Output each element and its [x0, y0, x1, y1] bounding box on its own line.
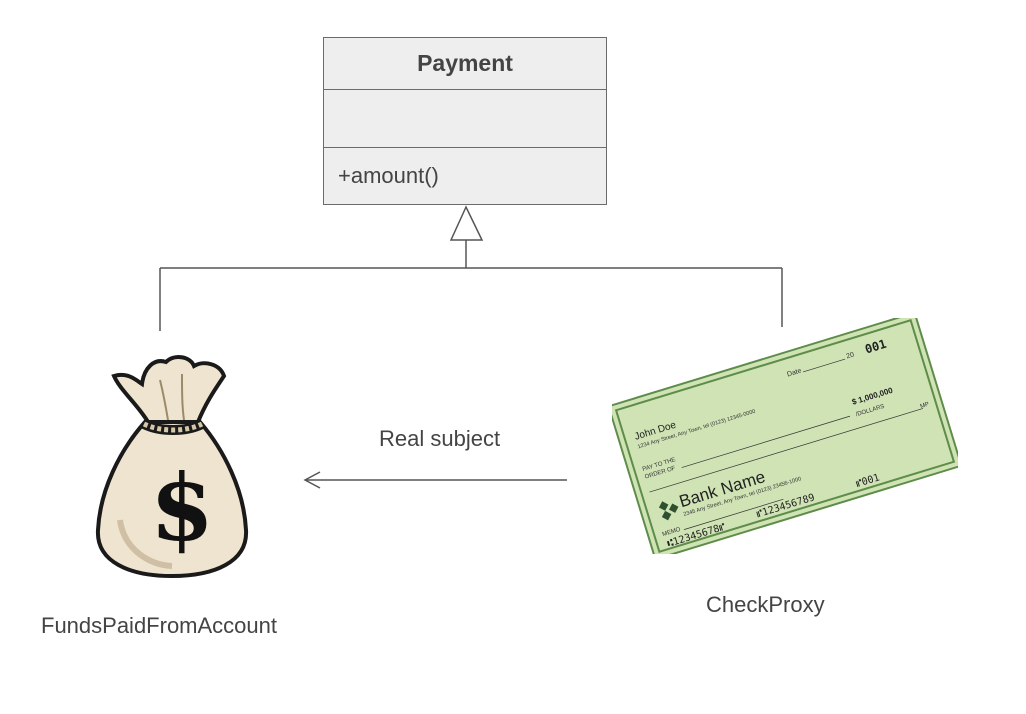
check-memo-label: MEMO [662, 527, 682, 538]
check-year-prefix: 20 [846, 351, 856, 360]
check-mp-label: MP [920, 402, 930, 410]
association-label: Real subject [379, 426, 501, 451]
check-number: 001 [863, 337, 888, 357]
real-subject-label: FundsPaidFromAccount [41, 613, 277, 638]
proxy-label: CheckProxy [706, 592, 825, 617]
money-bag-icon: $ [95, 355, 249, 579]
inheritance-triangle [449, 205, 484, 241]
payment-class-box[interactable]: Payment +amount() [323, 37, 607, 205]
check-icon: Date 20 001 John Doe 1234 Any Street, An… [612, 318, 958, 554]
attributes-compartment [324, 90, 606, 148]
bank-logo-icon [658, 501, 679, 521]
class-name: Payment [324, 38, 606, 90]
check-date-label: Date [786, 367, 802, 378]
dollar-symbol: $ [150, 454, 214, 562]
class-operation: +amount() [338, 163, 439, 188]
arrow-head [303, 471, 321, 489]
